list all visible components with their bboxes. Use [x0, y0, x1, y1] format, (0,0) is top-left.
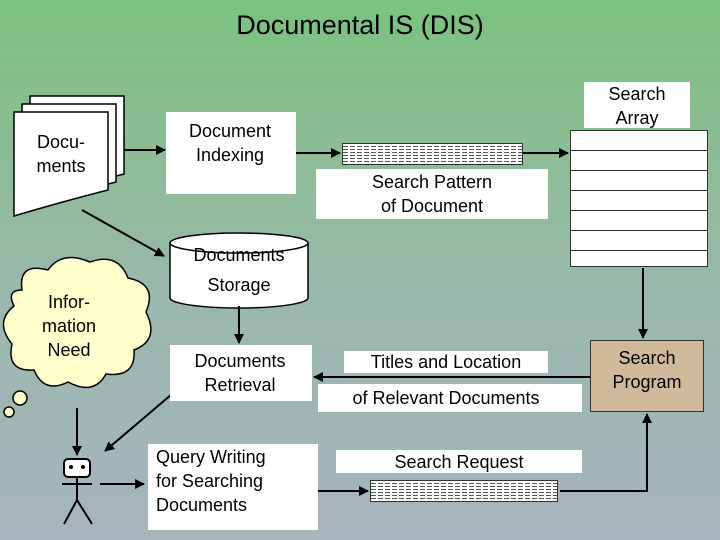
titles-location-box [344, 351, 548, 373]
search-program-box [590, 340, 704, 412]
thought-cloud-icon [2, 256, 152, 418]
retrieval-box [170, 345, 312, 401]
indexing-label: Document Indexing [188, 121, 272, 165]
documents-label: Docu- ments [36, 132, 86, 176]
array-row [571, 171, 707, 191]
array-row [571, 131, 707, 151]
storage-label-bottom: Storage [207, 275, 271, 295]
search-array-table [570, 130, 708, 267]
search-request-bar [370, 480, 558, 502]
person-icon [62, 458, 93, 525]
search-request-label: Search Request [394, 452, 524, 472]
titles-location-label: Titles and Location [370, 352, 522, 372]
arrow-documents-to-storage [81, 209, 165, 257]
storage-cylinder-icon [169, 232, 309, 309]
storage-label-top: Documents [193, 245, 285, 265]
array-row [571, 211, 707, 231]
documents-stack-icon [13, 95, 125, 218]
arrow-retrieval-to-person [104, 393, 173, 452]
search-program-label: Search Program [612, 348, 682, 392]
search-array-label-box [584, 82, 690, 128]
search-pattern-box [316, 169, 548, 219]
query-writing-box [148, 444, 318, 530]
retrieval-label: Documents Retrieval [194, 351, 286, 395]
info-need-label: Infor- mation Need [41, 292, 97, 360]
page-title: Documental IS (DIS) [236, 10, 484, 40]
query-writing-label: Query Writing for Searching Documents [156, 447, 266, 515]
search-pattern-bar [342, 143, 523, 165]
search-request-box [336, 450, 582, 473]
search-pattern-label: Search Pattern of Document [371, 172, 493, 216]
array-row [571, 231, 707, 251]
array-row [571, 151, 707, 171]
relevant-docs-label: of Relevant Documents [352, 388, 540, 408]
arrow-request-to-program [560, 413, 652, 492]
array-row [571, 191, 707, 211]
search-array-label: Search Array [608, 84, 666, 128]
relevant-docs-box [318, 384, 582, 412]
indexing-box [166, 112, 296, 194]
